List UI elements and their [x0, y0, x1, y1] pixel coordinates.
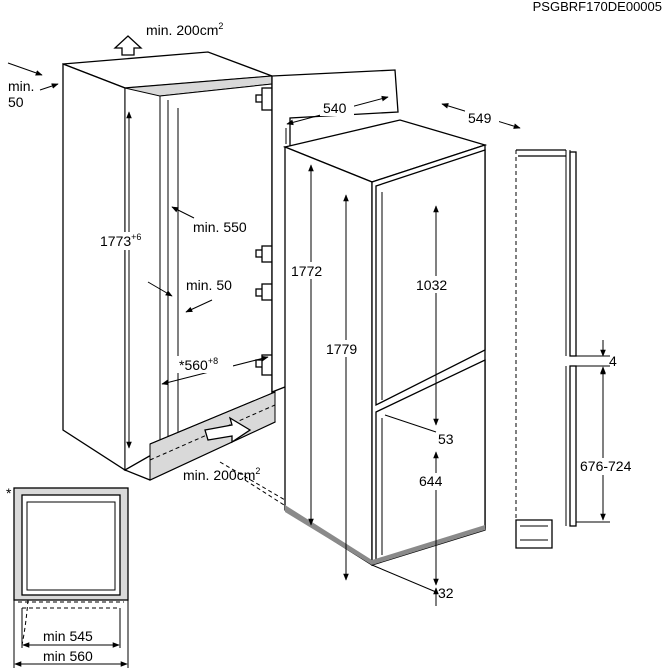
- dim-4-label: 4: [609, 353, 617, 369]
- min-50-label: min. 50: [186, 277, 232, 293]
- dim-53-label: 53: [438, 431, 454, 447]
- niche-width-label: *560+8: [179, 356, 218, 373]
- niche-height-label: 1773+6: [100, 232, 141, 249]
- vent-arrow-right-icon: [204, 416, 252, 444]
- gap-top-label-b: 50: [8, 94, 24, 110]
- dim-32-label: 32: [438, 585, 454, 601]
- min-545-label: min 545: [43, 628, 93, 644]
- vent-top-label: min. 200cm2: [146, 21, 223, 38]
- depth-549-label: 549: [468, 110, 492, 126]
- dim-644-label: 644: [419, 473, 443, 489]
- range-label: 676-724: [580, 458, 632, 474]
- asterisk-label: *: [6, 485, 12, 501]
- min-550-label: min. 550: [193, 219, 247, 235]
- vent-bottom-label: min. 200cm2: [183, 466, 260, 483]
- side-profile: [515, 149, 610, 549]
- min-560-label: min 560: [43, 648, 93, 664]
- total-height-label: 1779: [326, 341, 357, 357]
- door-height-label: 1032: [416, 277, 447, 293]
- top-view: [13, 487, 129, 668]
- appliance-height-label: 1772: [291, 263, 322, 279]
- document-code: PSGBRF170DE00005: [533, 0, 662, 14]
- vent-arrow-up-icon: [113, 35, 143, 56]
- depth-540-label: 540: [323, 100, 347, 116]
- gap-top-label-a: min.: [8, 78, 34, 94]
- appliance-body: [282, 119, 488, 567]
